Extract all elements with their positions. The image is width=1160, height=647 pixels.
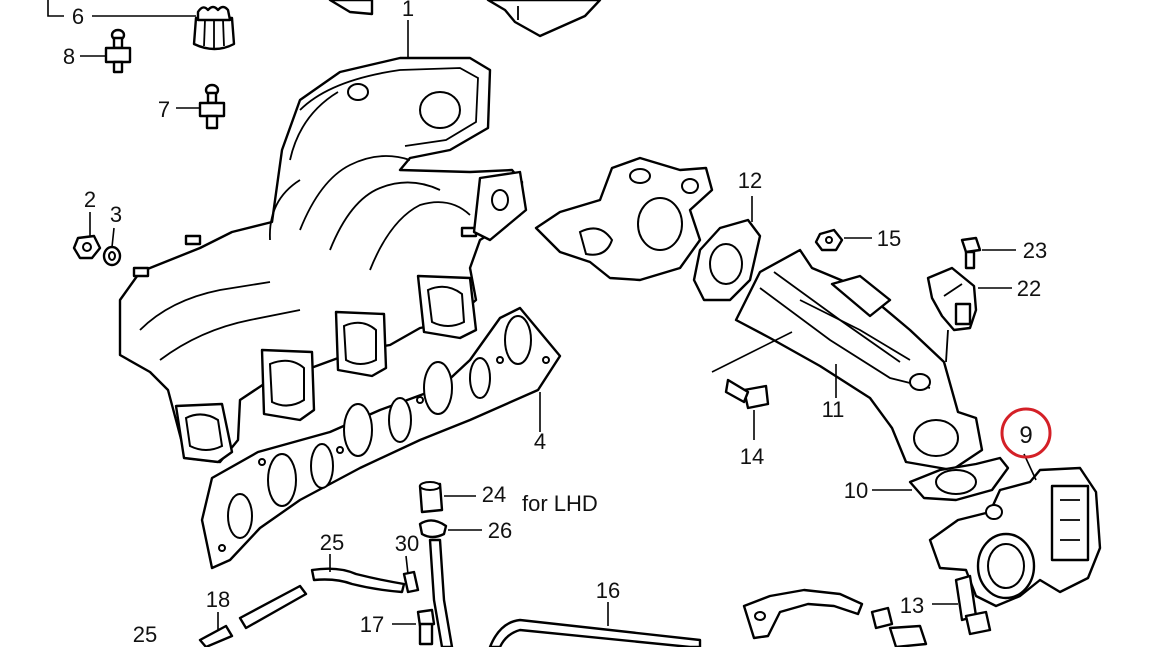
part-25-hose — [238, 554, 406, 630]
label-11: 11 — [822, 397, 845, 422]
part-13-bolt — [932, 574, 992, 636]
label-2: 2 — [84, 187, 96, 212]
part-16-pipe — [488, 602, 702, 647]
label-17: 17 — [360, 612, 384, 637]
note-for-lhd: for LHD — [522, 491, 598, 516]
label-4: 4 — [534, 429, 546, 454]
label-22: 22 — [1017, 276, 1041, 301]
part-17-bolt — [392, 608, 436, 646]
label-9: 9 — [1019, 422, 1032, 449]
label-1: 1 — [402, 0, 414, 21]
label-15: 15 — [877, 226, 901, 251]
part-23-screw — [960, 236, 1016, 270]
label-16: 16 — [596, 578, 620, 603]
part-6-bracket-line — [47, 0, 196, 17]
part-9-throttle-body — [928, 453, 1102, 608]
label-12: 12 — [738, 168, 762, 193]
label-26: 26 — [488, 518, 512, 543]
part-11-egr-cooler — [734, 248, 984, 472]
part-18-fitting — [198, 612, 234, 647]
part-8-stud — [80, 28, 132, 74]
label-24: 24 — [482, 482, 506, 507]
highlight-ring — [1000, 407, 1052, 459]
part-7-stud — [176, 83, 226, 130]
vacuum-tube — [428, 538, 454, 647]
part-30-clip — [402, 555, 420, 594]
label-23: 23 — [1023, 238, 1047, 263]
label-7: 7 — [158, 97, 170, 122]
part-2-nut — [72, 212, 102, 260]
label-25-lower: 25 — [133, 622, 157, 647]
label-8: 8 — [63, 44, 75, 69]
label-25-upper: 25 — [320, 530, 344, 555]
part-6-cap — [192, 5, 236, 51]
label-13: 13 — [900, 593, 924, 618]
label-18: 18 — [206, 587, 230, 612]
part-1-intake-manifold — [118, 20, 528, 464]
bottom-bracket — [742, 588, 928, 647]
label-14: 14 — [740, 444, 764, 469]
part-10-gasket — [872, 456, 1010, 502]
part-15-nut — [814, 228, 872, 252]
part-3-washer — [102, 227, 122, 267]
part-4-manifold-gasket — [200, 306, 562, 570]
part-22-sensor — [926, 266, 1012, 363]
top-shield-fragment — [328, 0, 602, 38]
part-14-bolt — [711, 331, 793, 440]
egr-flange-pipe — [534, 156, 714, 282]
label-30: 30 — [395, 531, 419, 556]
part-24-sleeve — [418, 481, 476, 514]
part-26-clamp — [418, 519, 482, 539]
label-10: 10 — [844, 478, 868, 503]
part-12-gasket — [692, 196, 762, 302]
label-3: 3 — [110, 202, 122, 227]
label-6: 6 — [72, 4, 84, 29]
